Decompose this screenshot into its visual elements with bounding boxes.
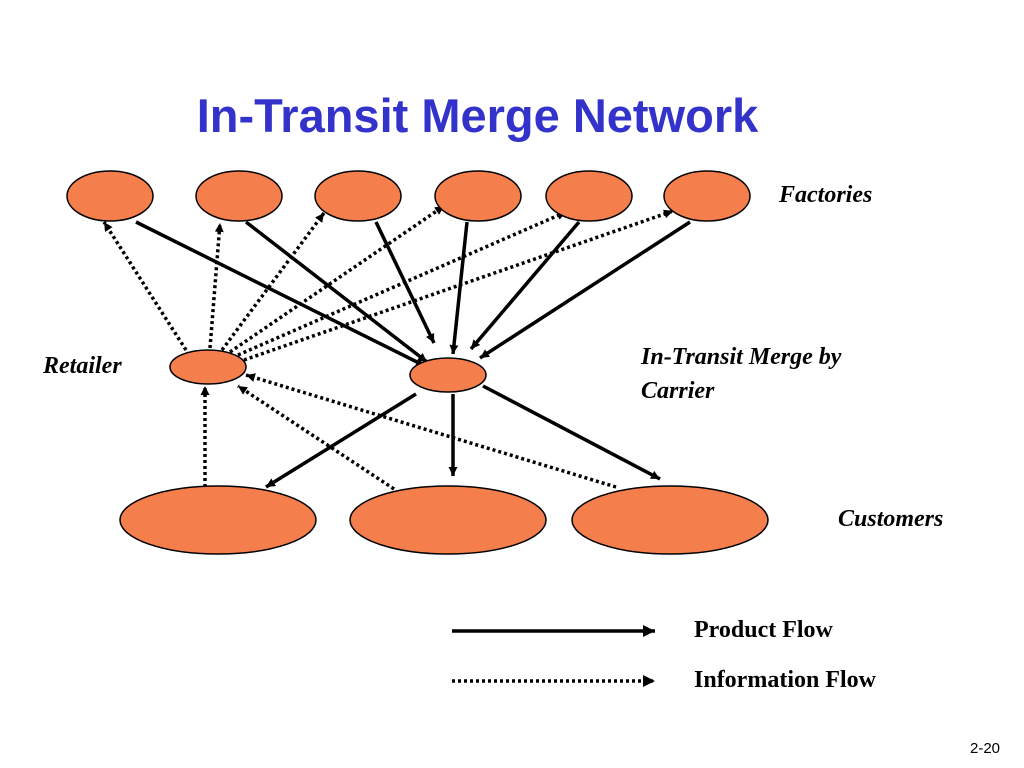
info-edge-customer-2-retailer: [237, 384, 395, 491]
product-flow-edges: [135, 220, 691, 489]
merge-label-line-2: Carrier: [641, 378, 715, 404]
legend-lines: [452, 625, 655, 687]
retailer-node: [169, 349, 247, 385]
product-edge-merge-customer-3: [482, 384, 661, 481]
product-edge-factory-3-merge: [374, 221, 436, 344]
factory-node-6: [663, 170, 751, 222]
factory-node-4: [434, 170, 522, 222]
slide-title: In-Transit Merge Network: [196, 89, 759, 142]
page-number: 2-20: [970, 740, 1001, 757]
info-edge-retailer-factory-3: [220, 211, 326, 352]
merge-label-line-1: In-Transit Merge by: [641, 344, 842, 370]
info-edge-retailer-factory-6: [243, 209, 674, 362]
legend-product-flow-label: Product Flow: [694, 617, 833, 643]
info-edge-retailer-factory-2: [208, 222, 224, 349]
legend-information-flow-label: Information Flow: [694, 667, 876, 693]
merge-node: [409, 357, 487, 393]
factory-node-2: [195, 170, 283, 222]
factory-nodes: [66, 170, 751, 222]
factories-label: Factories: [779, 182, 873, 208]
info-edge-retailer-factory-4: [229, 204, 445, 354]
info-edge-retailer-factory-1: [102, 221, 188, 351]
customer-node-3: [571, 485, 769, 555]
info-edge-customer-3-retailer: [245, 373, 617, 489]
factory-node-3: [314, 170, 402, 222]
product-edge-factory-5-merge: [469, 220, 581, 351]
customer-node-2: [349, 485, 547, 555]
product-edge-factory-2-merge: [244, 220, 429, 364]
retailer-label: Retailer: [43, 353, 122, 379]
product-edge-merge-customer-1: [265, 392, 417, 489]
customer-node-1: [119, 485, 317, 555]
factory-node-5: [545, 170, 633, 222]
customers-label: Customers: [838, 506, 944, 532]
product-edge-factory-6-merge: [479, 220, 691, 360]
product-edge-factory-4-merge: [449, 221, 469, 355]
product-edge-factory-1-merge: [135, 220, 426, 368]
customer-nodes: [119, 485, 769, 555]
information-flow-edges: [102, 204, 674, 491]
factory-node-1: [66, 170, 154, 222]
